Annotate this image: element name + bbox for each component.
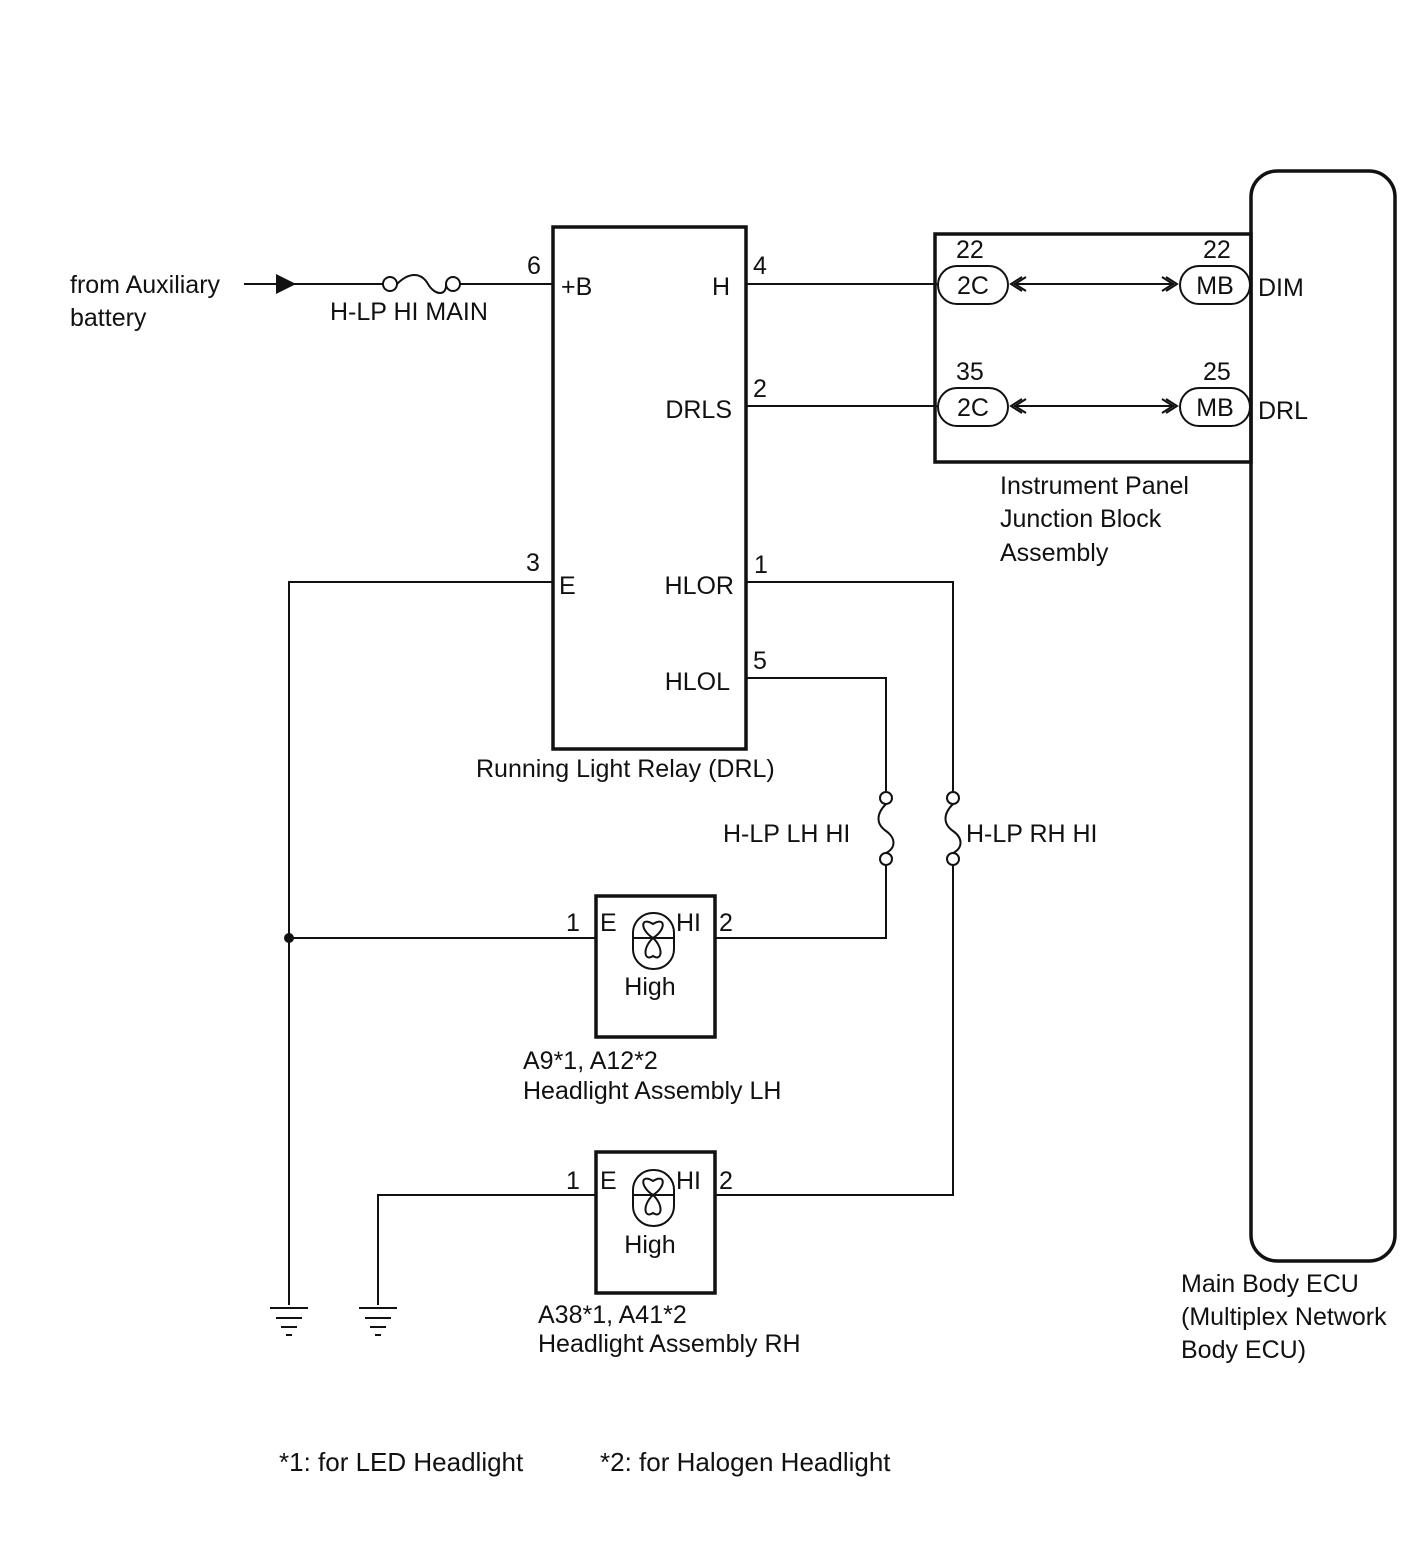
headlight-rh-name: Headlight Assembly RH: [538, 1330, 801, 1358]
headlight-lh-bulb-label: High: [624, 973, 675, 1001]
relay-box: [551, 225, 748, 751]
connector-2c-row2: [937, 387, 1009, 427]
headlight-rh-pin2: 2: [719, 1167, 733, 1195]
relay-pin-hlor-name: HLOR: [665, 572, 734, 600]
bulb-icon: [632, 1169, 675, 1227]
fuse-rh-label: H-LP RH HI: [966, 820, 1098, 848]
jb-row1-left-conn: 2C: [957, 272, 989, 300]
fuse-lh-label: H-LP LH HI: [723, 820, 850, 848]
ground-icon: [359, 1307, 397, 1336]
battery-source: from Auxiliary battery: [70, 271, 296, 332]
headlight-assembly-rh: 1 2 E HI High A38*1, A41*2 Headlight Ass…: [538, 1150, 801, 1358]
headlight-lh-name: Headlight Assembly LH: [523, 1077, 781, 1105]
source-label-line1: from Auxiliary: [70, 271, 221, 299]
jb-caption-line2: Junction Block: [1000, 505, 1162, 533]
fuse-h-lp-rh-hi: H-LP RH HI: [715, 581, 1098, 1196]
relay-pin-drls-num: 2: [753, 375, 767, 403]
wire-rh-hi: [715, 865, 954, 1196]
headlight-lh-box: [594, 894, 717, 1039]
relay-pin-h-name: H: [712, 273, 730, 301]
source-label-line2: battery: [70, 304, 147, 332]
instrument-panel-junction-block: 22 2C 22 MB 35 2C 25 MB Instrument Panel…: [933, 232, 1253, 567]
ecu-caption-line3: Body ECU): [1181, 1336, 1306, 1364]
relay-pin-e-name: E: [559, 572, 576, 600]
relay-pin-drls-name: DRLS: [665, 396, 732, 424]
ecu-signal-dim: DIM: [1258, 274, 1304, 302]
relay-pin-hlol-num: 5: [753, 647, 767, 675]
relay-pin-hlor-num: 1: [754, 551, 768, 579]
relay-pin-b-num: 6: [527, 252, 541, 280]
headlight-rh-e-label: E: [600, 1167, 617, 1195]
jb-row2-right-conn: MB: [1196, 394, 1234, 422]
footnote-halogen: *2: for Halogen Headlight: [600, 1447, 891, 1477]
ecu-caption-line1: Main Body ECU: [1181, 1270, 1359, 1298]
wire-hlor: [746, 581, 954, 791]
junction-box: [933, 232, 1253, 464]
headlight-rh-box: [594, 1150, 717, 1295]
headlight-rh-code: A38*1, A41*2: [538, 1301, 687, 1329]
connector-2c-row1: [937, 265, 1009, 305]
jb-row1-right-pin: 22: [1203, 236, 1231, 264]
relay-caption: Running Light Relay (DRL): [476, 755, 775, 783]
relay-pin-h-num: 4: [753, 252, 767, 280]
footnote-led: *1: for LED Headlight: [279, 1447, 524, 1477]
headlight-rh-pin1: 1: [566, 1167, 580, 1195]
ecu-caption-line2: (Multiplex Network: [1181, 1303, 1387, 1331]
headlight-rh-hi-label: HI: [676, 1167, 701, 1195]
ecu-box: [1249, 169, 1397, 1263]
jb-row2-left-conn: 2C: [957, 394, 989, 422]
jb-row1-chevron-right-icon: [1161, 276, 1175, 292]
wire-lh-hi: [715, 865, 887, 939]
jb-row2-chevron-right-icon: [1161, 398, 1175, 414]
running-light-relay: 6 +B 4 H 2 DRLS 3 E 1 HLOR 5 HLOL Runnin…: [476, 225, 775, 783]
ground-icon: [270, 1307, 308, 1336]
main-body-ecu: DIM DRL Main Body ECU (Multiplex Network…: [1181, 169, 1397, 1364]
headlight-lh-e-label: E: [600, 909, 617, 937]
headlight-rh-bulb-label: High: [624, 1231, 675, 1259]
source-arrow-icon: [276, 274, 296, 294]
relay-pin-hlol-name: HLOL: [665, 668, 730, 696]
relay-pin-e-num: 3: [526, 549, 540, 577]
jb-row1-right-conn: MB: [1196, 272, 1234, 300]
jb-caption-line1: Instrument Panel: [1000, 472, 1189, 500]
headlight-lh-hi-label: HI: [676, 909, 701, 937]
headlight-lh-pin1: 1: [566, 909, 580, 937]
headlight-lh-code: A9*1, A12*2: [523, 1047, 658, 1075]
jb-row1-left-pin: 22: [956, 236, 984, 264]
headlight-lh-pin2: 2: [719, 909, 733, 937]
relay-pin-b-name: +B: [561, 273, 592, 301]
fuse-h-lp-hi-main: H-LP HI MAIN: [294, 274, 553, 326]
jb-caption-line3: Assembly: [1000, 539, 1109, 567]
bulb-icon: [632, 912, 675, 970]
ecu-signal-drl: DRL: [1258, 397, 1308, 425]
wire-relay-ground: [288, 581, 553, 1305]
headlight-assembly-lh: 1 2 E HI High A9*1, A12*2 Headlight Asse…: [523, 894, 781, 1105]
wire-rh-ground: [377, 1194, 596, 1305]
fuse-h-lp-lh-hi: H-LP LH HI: [715, 677, 895, 939]
wire-hlol: [746, 677, 887, 791]
jb-row2-right-pin: 25: [1203, 358, 1231, 386]
fuse-main-label: H-LP HI MAIN: [330, 298, 488, 326]
jb-row2-left-pin: 35: [956, 358, 984, 386]
